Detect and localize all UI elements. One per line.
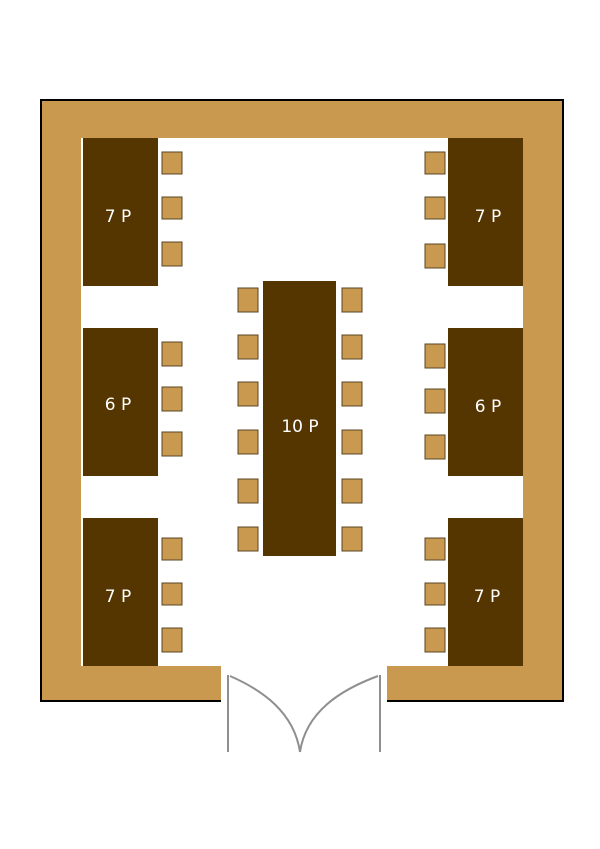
table-left-middle[interactable] (83, 328, 158, 476)
chair[interactable] (161, 537, 183, 561)
table-right-bottom[interactable] (448, 518, 523, 666)
chair[interactable] (424, 582, 446, 606)
wall-stub-left (160, 666, 221, 698)
table-label-center: 10 P (281, 417, 318, 437)
chair[interactable] (424, 627, 446, 653)
chair[interactable] (161, 241, 183, 267)
table-center[interactable] (263, 281, 336, 556)
table-label-left-middle: 6 P (105, 395, 131, 415)
chair[interactable] (237, 381, 259, 407)
chair[interactable] (424, 388, 446, 414)
chair[interactable] (237, 478, 259, 504)
door-opening (221, 660, 387, 705)
chair[interactable] (161, 582, 183, 606)
table-label-left-bottom: 7 P (105, 587, 131, 607)
chair[interactable] (237, 334, 259, 360)
table-group-left-bottom: 7 P (83, 518, 183, 666)
chair[interactable] (341, 429, 363, 455)
chair[interactable] (161, 386, 183, 412)
chair[interactable] (161, 431, 183, 457)
chair[interactable] (341, 478, 363, 504)
wall-stub-right (389, 666, 523, 692)
chair[interactable] (424, 434, 446, 460)
table-group-center: 10 P (237, 281, 363, 556)
chair[interactable] (424, 151, 446, 175)
chair[interactable] (424, 196, 446, 220)
table-label-right-top: 7 P (475, 207, 501, 227)
chair[interactable] (237, 287, 259, 313)
table-group-right-bottom: 7 P (424, 518, 523, 666)
table-group-right-middle: 6 P (424, 328, 523, 476)
chair[interactable] (424, 537, 446, 561)
double-door[interactable] (227, 675, 381, 753)
table-label-right-middle: 6 P (475, 397, 501, 417)
left-door-leaf[interactable] (229, 675, 301, 753)
chair[interactable] (161, 196, 183, 220)
chair[interactable] (161, 627, 183, 653)
right-door-leaf[interactable] (299, 675, 379, 753)
table-group-left-top: 7 P (83, 138, 183, 286)
chair[interactable] (341, 526, 363, 552)
chair[interactable] (237, 429, 259, 455)
chair[interactable] (341, 287, 363, 313)
table-group-left-middle: 6 P (83, 328, 183, 476)
chair[interactable] (424, 343, 446, 369)
table-label-left-top: 7 P (105, 207, 131, 227)
chair[interactable] (341, 381, 363, 407)
chair[interactable] (341, 334, 363, 360)
table-right-middle[interactable] (448, 328, 523, 476)
chair[interactable] (237, 526, 259, 552)
table-left-top[interactable] (83, 138, 158, 286)
table-group-right-top: 7 P (424, 138, 523, 286)
chair[interactable] (161, 341, 183, 367)
table-label-right-bottom: 7 P (474, 587, 500, 607)
chair[interactable] (161, 151, 183, 175)
table-left-bottom[interactable] (83, 518, 158, 666)
table-right-top[interactable] (448, 138, 523, 286)
chair[interactable] (424, 243, 446, 269)
